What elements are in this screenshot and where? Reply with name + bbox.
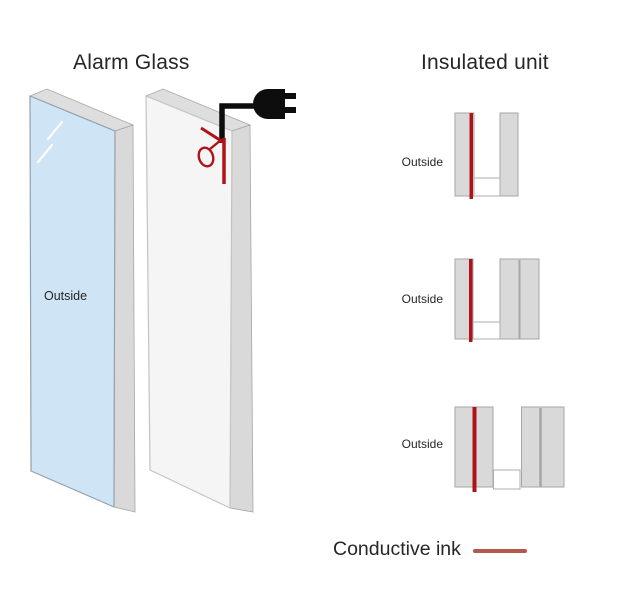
outer-pane-edge-face	[113, 124, 136, 513]
insulated-unit-1	[454, 112, 519, 199]
ink-loop	[197, 146, 215, 168]
outside-label-unit-2: Outside	[401, 292, 443, 306]
outside-label-unit-1: Outside	[401, 155, 443, 169]
ink-diagonal-trace	[200, 126, 224, 144]
power-plug-icon	[219, 89, 296, 143]
inner-pane-edge-face	[229, 124, 254, 513]
plug-cable	[219, 103, 256, 143]
alarm-glass-illustration	[28, 88, 296, 513]
conductive-ink-swatch	[473, 549, 527, 553]
insulated-unit-2	[454, 258, 540, 342]
unit1-conductive-ink	[469, 113, 473, 199]
ink-loop-connector	[209, 139, 222, 150]
unit2-conductive-ink	[469, 259, 473, 342]
glass-shine-line	[36, 143, 54, 164]
glass-shine-line	[46, 120, 64, 141]
plug-prong	[285, 93, 296, 99]
unit1-outer-pane	[454, 112, 475, 197]
conductive-ink-sensor-icon	[197, 126, 226, 184]
legend-label: Conductive ink	[333, 538, 461, 560]
outside-label-unit-3: Outside	[401, 437, 443, 451]
unit2-spacer	[472, 321, 501, 340]
insulated-unit-title: Insulated unit	[421, 51, 549, 74]
alarm-glass-title: Alarm Glass	[73, 51, 190, 74]
unit1-inner-pane	[499, 112, 519, 197]
plug-prong	[285, 107, 296, 113]
unit3-laminated-inner-panes	[521, 406, 565, 488]
unit3-conductive-ink	[472, 407, 477, 492]
insulated-unit-3	[454, 406, 565, 492]
outer-pane-front-face	[29, 95, 116, 508]
outer-glass-pane	[28, 88, 136, 513]
unit2-outer-pane	[454, 258, 474, 340]
unit1-spacer	[473, 177, 501, 197]
insulated-units	[454, 112, 565, 492]
outside-label-alarm-glass: Outside	[44, 289, 88, 303]
plug-body	[253, 89, 285, 119]
unit3-spacer	[493, 469, 521, 490]
inner-pane-front-face	[145, 95, 233, 509]
